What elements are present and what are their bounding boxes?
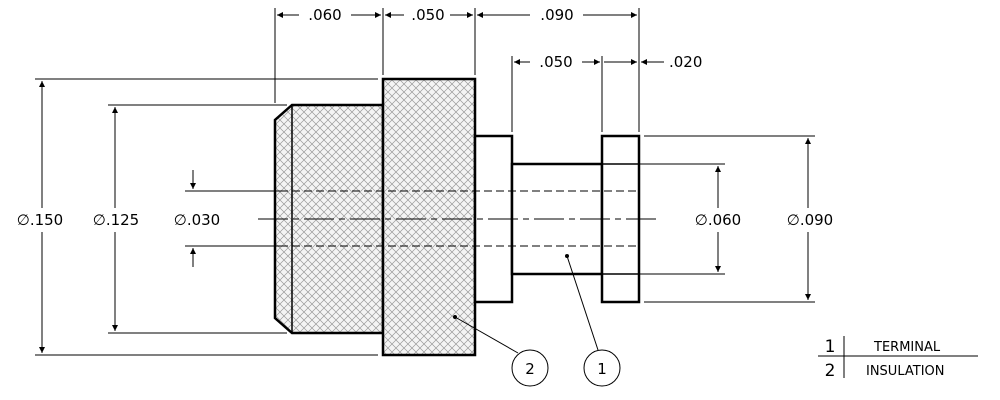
parts-list-row2-number: 2 xyxy=(825,361,836,381)
dim-width-090: .090 xyxy=(540,6,573,24)
dim-dia-060: ∅.060 xyxy=(695,211,741,229)
dimension-lines xyxy=(39,12,811,353)
dim-width-050-mid: .050 xyxy=(539,53,572,71)
parts-list-row1-name: TERMINAL xyxy=(873,340,941,355)
dim-width-020: .020 xyxy=(669,53,702,71)
insulation-front-section xyxy=(381,77,477,357)
balloon-terminal: 1 xyxy=(565,254,621,387)
extension-lines xyxy=(35,8,815,356)
dim-dia-090: ∅.090 xyxy=(787,211,833,229)
balloon-terminal-number: 1 xyxy=(597,360,607,378)
parts-list-row2-name: INSULATION xyxy=(866,364,944,379)
balloon-insulation: 2 xyxy=(453,315,549,387)
hidden-bore-lines xyxy=(292,190,639,247)
dim-dia-030: ∅.030 xyxy=(174,211,220,229)
dim-width-050-top: .050 xyxy=(411,6,444,24)
parts-list: 1 TERMINAL 2 INSULATION xyxy=(818,336,978,381)
parts-list-row1-number: 1 xyxy=(825,337,836,357)
dim-dia-150: ∅.150 xyxy=(17,211,63,229)
insulation-part xyxy=(273,77,477,357)
dim-dia-125: ∅.125 xyxy=(93,211,139,229)
balloon-insulation-number: 2 xyxy=(525,360,535,378)
dim-width-060: .060 xyxy=(308,6,341,24)
